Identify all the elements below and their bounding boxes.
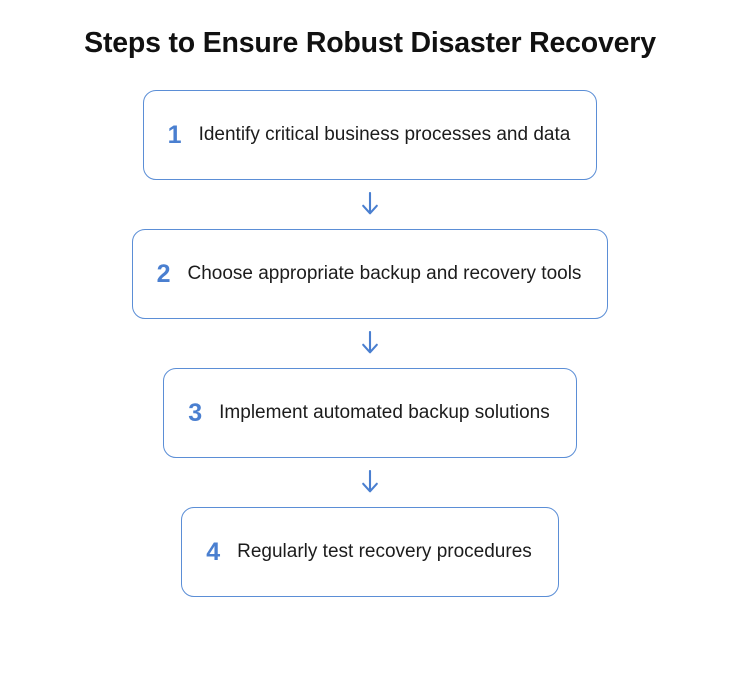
- arrow-down-icon: [362, 191, 378, 215]
- page-title: Steps to Ensure Robust Disaster Recovery: [84, 27, 656, 59]
- step-box-1[interactable]: 1 Identify critical business processes a…: [142, 90, 598, 181]
- connector-3-to-4: [132, 458, 609, 507]
- arrow-down-icon: [362, 330, 378, 354]
- connector-1-to-2: [132, 180, 609, 229]
- step-label: Choose appropriate backup and recovery t…: [187, 263, 582, 285]
- step-label: Regularly test recovery procedures: [237, 541, 532, 563]
- step-label: Identify critical business processes and…: [198, 124, 571, 146]
- arrow-down-icon: [362, 469, 378, 493]
- step-box-3[interactable]: 3 Implement automated backup solutions: [163, 368, 577, 459]
- step-number: 4: [206, 537, 221, 566]
- step-number: 1: [167, 120, 182, 149]
- step-box-4[interactable]: 4 Regularly test recovery procedures: [181, 507, 559, 598]
- connector-2-to-3: [132, 319, 609, 368]
- step-box-2[interactable]: 2 Choose appropriate backup and recovery…: [131, 229, 609, 320]
- step-label: Implement automated backup solutions: [219, 402, 550, 424]
- step-number: 2: [156, 259, 171, 288]
- steps-flow: 1 Identify critical business processes a…: [131, 90, 609, 598]
- step-number: 3: [188, 398, 203, 427]
